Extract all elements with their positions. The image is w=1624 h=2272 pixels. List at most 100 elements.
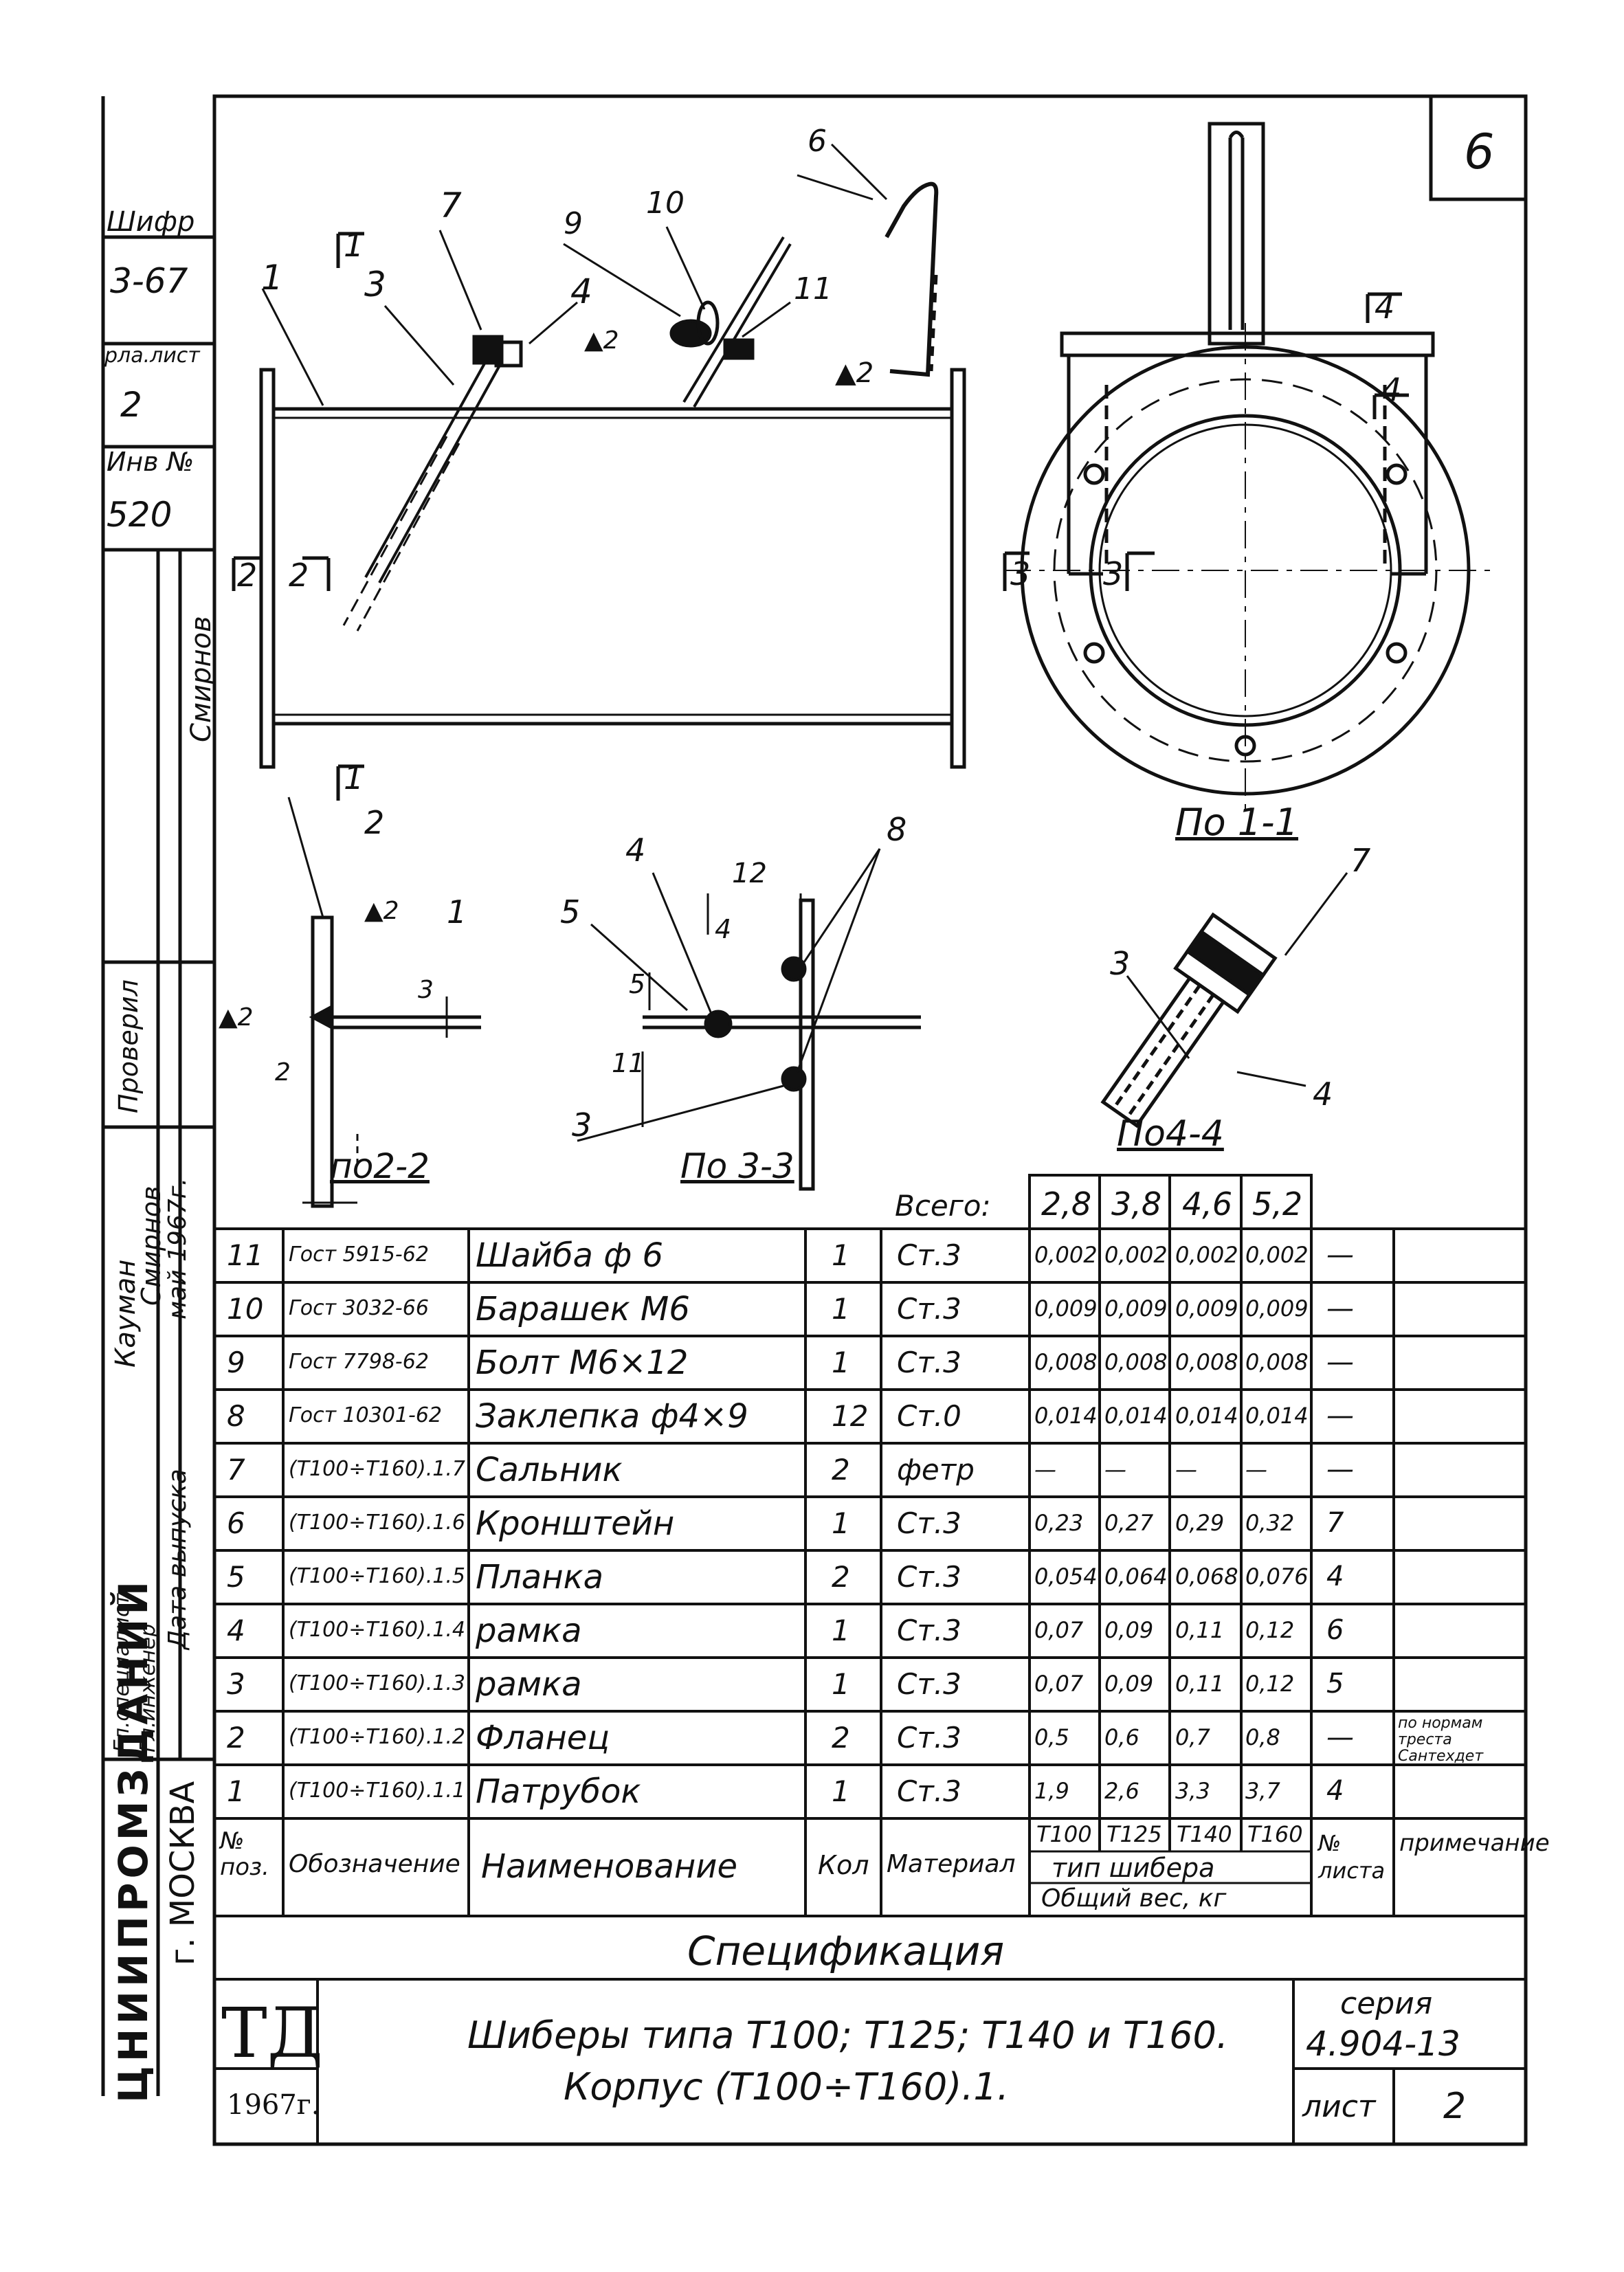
spec-cell-mat: фетр — [897, 1453, 975, 1486]
weld-mark-b: ▲2 — [835, 357, 874, 389]
spec-cell-name: рамка — [476, 1665, 582, 1704]
spec-cell-name: Заклепка ф4×9 — [476, 1397, 748, 1436]
spec-cell-name: Фланец — [476, 1719, 610, 1757]
section-2-2-label: по2-2 — [330, 1146, 430, 1186]
spec-caption: Спецификация — [687, 1928, 1005, 1974]
sheet-label: рла.лист — [104, 344, 200, 368]
spec-cell-w3: — — [1245, 1456, 1267, 1482]
checked-label: Проверил — [113, 979, 144, 1113]
spec-cell-qty: 1 — [832, 1667, 850, 1701]
publisher-stamp: ЦНИИПРОМЗДАНИЙ — [110, 1577, 157, 2103]
date-value: май 1967г. — [164, 1177, 192, 1319]
s33-callout-5: 5 — [560, 893, 581, 931]
spec-cell-qty: 2 — [832, 1560, 850, 1594]
callout-4: 4 — [570, 271, 592, 311]
spec-cell-name: Шайба ф 6 — [476, 1236, 664, 1275]
spec-cell-code: (Т100÷Т160).1.3 — [289, 1671, 465, 1695]
total-t140: 4,6 — [1182, 1185, 1233, 1223]
spec-cell-w0: 0,009 — [1034, 1295, 1098, 1322]
section-mark-3-left: 3 — [1010, 555, 1031, 592]
callout-7: 7 — [440, 186, 462, 225]
s44-callout-4: 4 — [1313, 1076, 1333, 1113]
spec-cell-w2: 0,11 — [1175, 1617, 1225, 1643]
header-weight-label: Общий вес, кг — [1041, 1884, 1227, 1913]
inv-label: Инв № — [107, 447, 194, 477]
smirnov-sign: Смирнов — [186, 616, 217, 742]
spec-cell-w3: 0,12 — [1245, 1671, 1295, 1697]
spec-cell-w2: 0,7 — [1175, 1724, 1210, 1750]
spec-cell-pos: 3 — [227, 1667, 245, 1701]
spec-cell-pos: 4 — [227, 1614, 245, 1647]
spec-cell-mat: Ст.3 — [897, 1292, 961, 1326]
callout-3: 3 — [364, 265, 386, 304]
spec-cell-w2: 0,29 — [1175, 1510, 1225, 1536]
spec-cell-sheet: — — [1326, 1400, 1354, 1432]
spec-cell-w2: 0,014 — [1175, 1403, 1238, 1429]
spec-cell-sheet: — — [1326, 1239, 1354, 1271]
spec-cell-mat: Ст.3 — [897, 1506, 961, 1540]
spec-cell-w0: 0,014 — [1034, 1403, 1098, 1429]
spec-cell-mat: Ст.0 — [897, 1399, 961, 1433]
spec-cell-w0: — — [1034, 1456, 1056, 1482]
header-pos: № поз. — [220, 1827, 269, 1881]
callout-6: 6 — [808, 124, 827, 159]
spec-cell-sheet: — — [1326, 1293, 1354, 1324]
spec-cell-w1: 0,27 — [1104, 1510, 1154, 1536]
spec-cell-sheet: 4 — [1326, 1775, 1344, 1807]
spec-cell-w0: 0,07 — [1034, 1671, 1084, 1697]
sheet-label-title: лист — [1302, 2089, 1376, 2124]
total-t125: 3,8 — [1111, 1185, 1162, 1223]
spec-cell-w1: 0,008 — [1104, 1349, 1168, 1375]
callout-9: 9 — [564, 206, 583, 241]
spec-cell-code: Гост 3032-66 — [289, 1296, 429, 1320]
s33-dim-12: 12 — [732, 858, 767, 889]
spec-cell-name: Планка — [476, 1558, 603, 1596]
spec-cell-name: Патрубок — [476, 1772, 641, 1811]
spec-cell-w2: 0,11 — [1175, 1671, 1225, 1697]
spec-cell-w0: 1,9 — [1034, 1778, 1069, 1804]
spec-cell-code: (Т100÷Т160).1.5 — [289, 1564, 465, 1588]
header-name: Наименование — [481, 1847, 738, 1886]
header-qty: Кол — [818, 1850, 869, 1880]
spec-cell-pos: 7 — [227, 1453, 245, 1486]
title-year: 1967г. — [227, 2089, 320, 2121]
spec-cell-sheet: — — [1326, 1722, 1354, 1753]
spec-cell-pos: 9 — [227, 1346, 245, 1379]
spec-cell-w3: 0,002 — [1245, 1242, 1309, 1268]
spec-cell-sheet: 5 — [1326, 1668, 1344, 1700]
s22-weld-b: ▲2 — [219, 1003, 254, 1032]
spec-cell-w1: 2,6 — [1104, 1778, 1139, 1804]
s22-callout-1: 1 — [447, 893, 467, 931]
date-label: Дата выпуска — [164, 1469, 192, 1649]
spec-cell-qty: 1 — [832, 1292, 850, 1326]
spec-cell-sheet: — — [1326, 1346, 1354, 1378]
spec-cell-w1: 0,064 — [1104, 1563, 1168, 1590]
spec-cell-sheet: 4 — [1326, 1561, 1344, 1592]
spec-cell-pos: 8 — [227, 1399, 245, 1433]
spec-cell-w0: 0,008 — [1034, 1349, 1098, 1375]
s33-dim-11: 11 — [612, 1048, 645, 1078]
spec-cell-sheet: 6 — [1326, 1614, 1344, 1646]
spec-cell-w1: 0,002 — [1104, 1242, 1168, 1268]
spec-cell-name: Сальник — [476, 1451, 623, 1489]
section-mark-1-top: 1 — [344, 227, 364, 264]
section-mark-4-top: 4 — [1375, 289, 1395, 326]
spec-cell-qty: 1 — [832, 1346, 850, 1379]
spec-cell-w3: 0,014 — [1245, 1403, 1309, 1429]
spec-cell-w1: 0,09 — [1104, 1617, 1154, 1643]
spec-cell-w0: 0,07 — [1034, 1617, 1084, 1643]
spec-cell-pos: 10 — [227, 1292, 264, 1326]
spec-cell-w3: 0,076 — [1245, 1563, 1309, 1590]
s33-callout-8: 8 — [887, 811, 907, 848]
spec-cell-code: (Т100÷Т160).1.7 — [289, 1457, 465, 1481]
section-mark-2-right: 2 — [289, 557, 309, 594]
section-1-1-label: По 1-1 — [1175, 801, 1299, 844]
spec-cell-qty: 1 — [832, 1238, 850, 1272]
header-type-t100: Т100 — [1036, 1821, 1092, 1847]
spec-cell-pos: 1 — [227, 1774, 245, 1808]
spec-cell-code: Гост 5915-62 — [289, 1243, 429, 1267]
spec-cell-code: (Т100÷Т160).1.2 — [289, 1725, 465, 1749]
section-4-4-label: По4-4 — [1117, 1113, 1224, 1155]
s22-weld-a: ▲2 — [364, 897, 399, 925]
